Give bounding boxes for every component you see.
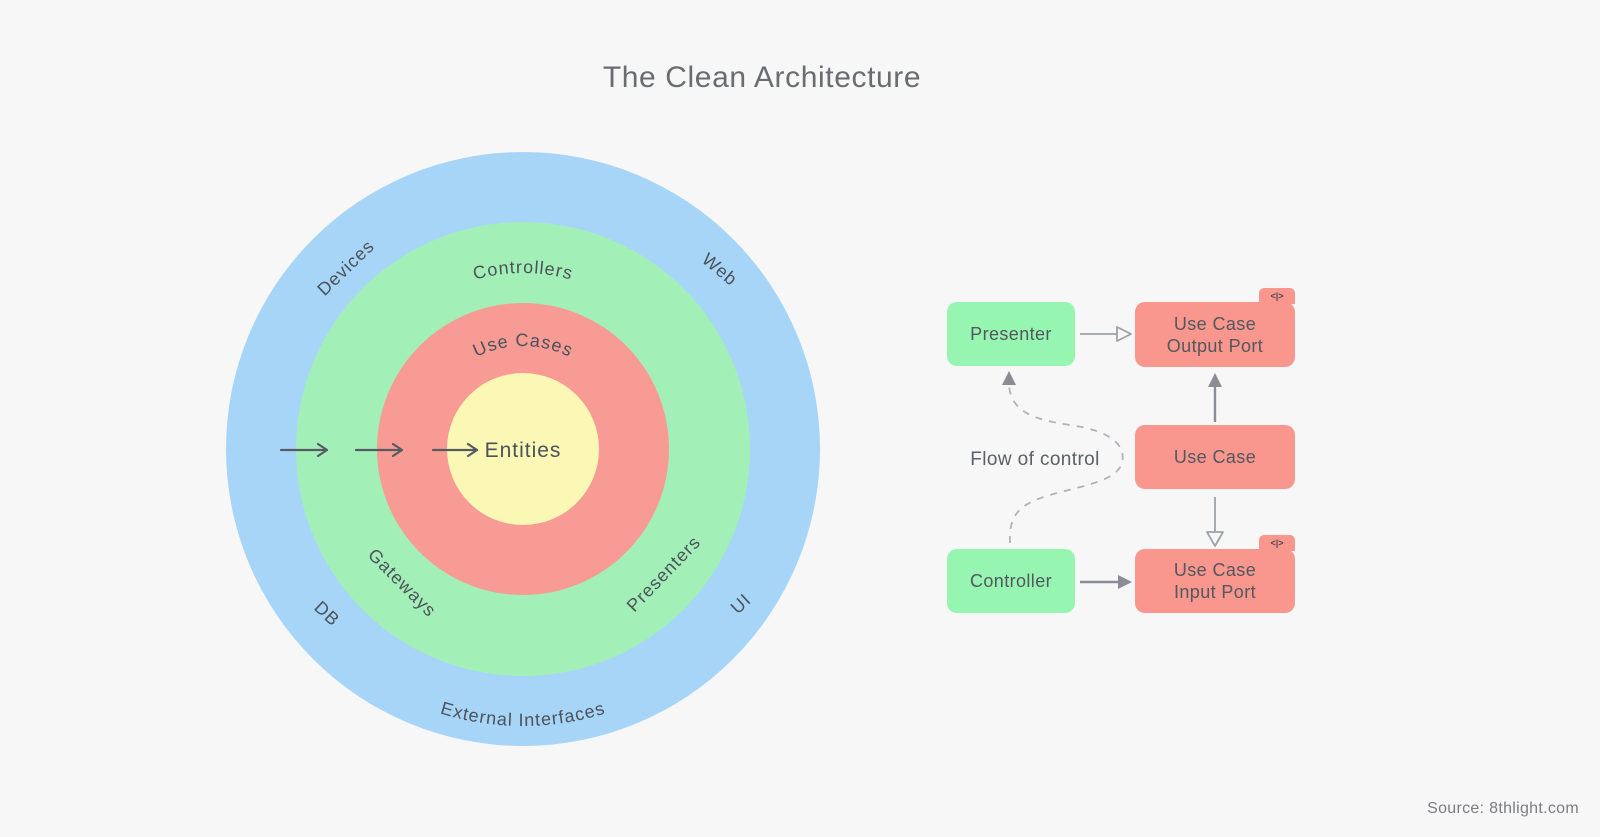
presenter-box-label: Presenter <box>970 324 1052 344</box>
use-case-box: Use Case <box>1135 425 1295 489</box>
interface-marker-tab: <|> <box>1259 535 1295 551</box>
interface-marker-icon: <|> <box>1270 291 1284 301</box>
flow-of-control-label: Flow of control <box>970 449 1100 470</box>
flow-arrows-layer <box>1002 326 1224 589</box>
open-arrow-right-icon <box>1080 326 1132 342</box>
interface-marker-tab: <|> <box>1259 288 1295 304</box>
presenter-box: Presenter <box>947 302 1075 366</box>
flow-of-control-dashed-arrow-icon <box>1002 371 1124 544</box>
input-port-label-line1: Use Case <box>1173 560 1257 580</box>
input-port-label-line2: Input Port <box>1173 582 1257 602</box>
inward-dependency-arrows-icon <box>279 442 479 458</box>
interface-marker-icon: <|> <box>1270 538 1284 548</box>
controller-box: Controller <box>947 549 1075 613</box>
use-case-box-label: Use Case <box>1173 447 1257 467</box>
flow-of-control-diagram: Presenter <|> Use Case Output Port Use C… <box>920 270 1310 620</box>
label-entities: Entities <box>485 439 562 462</box>
page-title: The Clean Architecture <box>602 61 922 94</box>
use-case-input-port-box: <|> Use Case Input Port <box>1135 535 1295 613</box>
controller-box-label: Controller <box>969 571 1053 591</box>
source-credit: Source: 8thlight.com <box>1427 800 1579 817</box>
output-port-label-line2: Output Port <box>1166 335 1264 356</box>
rings-diagram: Entities Controllers Use Cases External … <box>226 152 820 746</box>
output-port-label-line1: Use Case <box>1173 313 1257 334</box>
use-case-output-port-box: <|> Use Case Output Port <box>1135 288 1295 367</box>
solid-arrow-right-icon <box>1080 575 1132 589</box>
solid-arrow-up-icon <box>1208 373 1222 422</box>
ring-entities <box>447 373 599 525</box>
open-arrow-down-icon <box>1206 497 1224 547</box>
